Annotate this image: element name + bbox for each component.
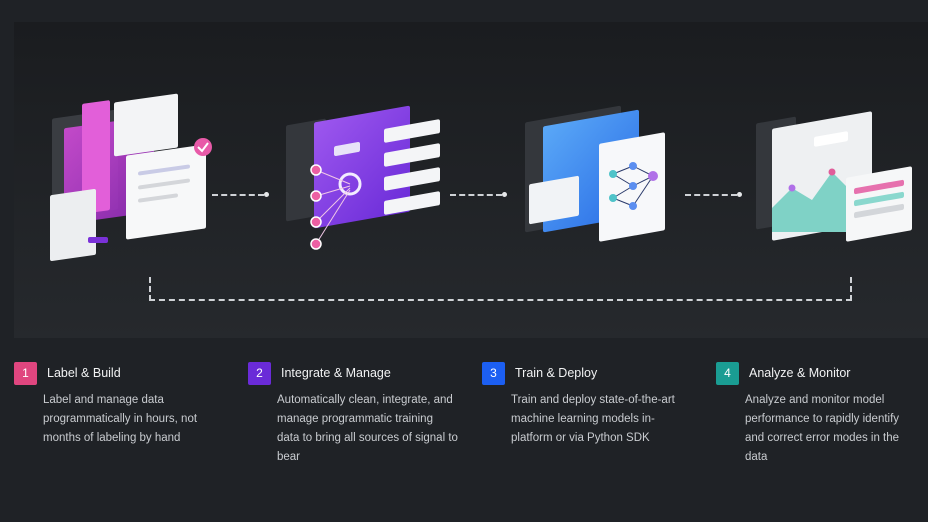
step-train-deploy: 3 Train & Deploy Train and deploy state-…	[482, 361, 692, 448]
step-title: Label & Build	[47, 366, 121, 380]
step-description: Train and deploy state-of-the-art machin…	[511, 394, 675, 444]
step-label-build: 1 Label & Build Label and manage data pr…	[14, 361, 224, 448]
network-graph-icon	[609, 162, 658, 210]
step-description: Analyze and monitor model performance to…	[745, 394, 900, 463]
integrate-manage-illustration	[284, 100, 444, 260]
source-nodes	[310, 164, 351, 250]
step-number-badge: 4	[716, 361, 739, 385]
step-description: Automatically clean, integrate, and mana…	[277, 394, 458, 463]
step-description: Label and manage data programmatically i…	[43, 394, 198, 444]
label-build-illustration	[44, 92, 214, 262]
step-title: Analyze & Monitor	[749, 366, 851, 380]
connector-1-2	[212, 194, 264, 196]
workflow-diagram	[14, 22, 928, 338]
connector-3-4	[685, 194, 737, 196]
step-number-badge: 1	[14, 361, 37, 385]
train-deploy-illustration	[519, 92, 679, 252]
step-title: Train & Deploy	[515, 366, 598, 380]
connector-dot	[737, 192, 742, 197]
connector-dot	[264, 192, 269, 197]
feedback-loop-connector	[149, 277, 852, 301]
hub-node-icon	[338, 172, 362, 196]
step-title: Integrate & Manage	[281, 366, 391, 380]
connector-dot	[502, 192, 507, 197]
step-integrate-manage: 2 Integrate & Manage Automatically clean…	[248, 361, 458, 467]
step-analyze-monitor: 4 Analyze & Monitor Analyze and monitor …	[716, 361, 926, 467]
step-number-badge: 2	[248, 361, 271, 385]
step-number-badge: 3	[482, 361, 505, 385]
analyze-monitor-illustration	[754, 94, 914, 254]
connector-2-3	[450, 194, 502, 196]
checkmark-icon	[194, 138, 212, 156]
